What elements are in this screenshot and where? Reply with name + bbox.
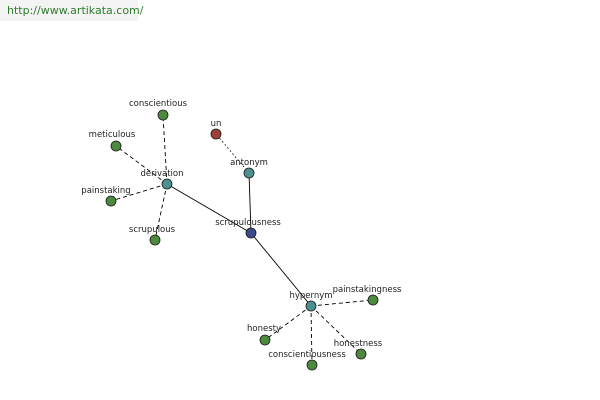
edge-hypernym-conscientiousness xyxy=(310,305,313,366)
node-label-un[interactable]: un xyxy=(211,119,222,129)
node-label-hypernym[interactable]: hypernym xyxy=(289,291,332,301)
node-label-derivation[interactable]: derivation xyxy=(140,169,183,179)
graph-edges xyxy=(110,114,374,366)
edge-derivation-scrupulous xyxy=(154,183,168,241)
node-hypernym[interactable] xyxy=(305,300,317,312)
node-honestness[interactable] xyxy=(355,348,367,360)
site-url-link[interactable]: http://www.artikata.com/ xyxy=(7,4,144,17)
node-honesty[interactable] xyxy=(259,334,271,346)
node-conscientious[interactable] xyxy=(157,109,169,121)
node-un[interactable] xyxy=(210,128,222,140)
node-painstaking[interactable] xyxy=(105,195,117,207)
url-bar: http://www.artikata.com/ xyxy=(0,0,143,21)
node-label-painstaking[interactable]: painstaking xyxy=(81,186,130,196)
edge-derivation-painstaking xyxy=(110,183,168,202)
node-label-honesty[interactable]: honesty xyxy=(247,324,281,334)
graph-labels: scrupulousness derivation antonym hypernym c… xyxy=(81,99,402,360)
node-label-conscientious[interactable]: conscientious xyxy=(129,99,188,109)
edge-scrupulousness-antonym xyxy=(248,172,252,234)
node-label-scrupulousness[interactable]: scrupulousness xyxy=(215,218,281,228)
edge-hypernym-honestness xyxy=(310,305,362,355)
edge-scrupulousness-hypernym xyxy=(250,232,312,307)
edge-scrupulousness-derivation xyxy=(166,183,252,234)
edge-hypernym-painstakingness xyxy=(310,299,374,307)
node-label-honestness[interactable]: honestness xyxy=(334,339,383,349)
node-conscientiousness[interactable] xyxy=(306,359,318,371)
edge-derivation-meticulous xyxy=(115,145,168,185)
node-meticulous[interactable] xyxy=(110,140,122,152)
node-label-scrupulous[interactable]: scrupulous xyxy=(129,225,176,235)
node-scrupulousness[interactable] xyxy=(245,227,257,239)
node-label-painstakingness[interactable]: painstakingness xyxy=(333,285,402,295)
node-label-meticulous[interactable]: meticulous xyxy=(89,130,136,140)
graph-nodes xyxy=(105,109,379,371)
node-label-conscientiousness[interactable]: conscientiousness xyxy=(268,350,346,360)
edge-hypernym-honesty xyxy=(264,305,312,341)
node-painstakingness[interactable] xyxy=(367,294,379,306)
node-label-antonym[interactable]: antonym xyxy=(230,158,268,168)
edge-derivation-conscientious xyxy=(162,114,168,185)
node-derivation[interactable] xyxy=(161,178,173,190)
edge-antonym-un xyxy=(215,133,250,174)
node-antonym[interactable] xyxy=(243,167,255,179)
node-scrupulous[interactable] xyxy=(149,234,161,246)
